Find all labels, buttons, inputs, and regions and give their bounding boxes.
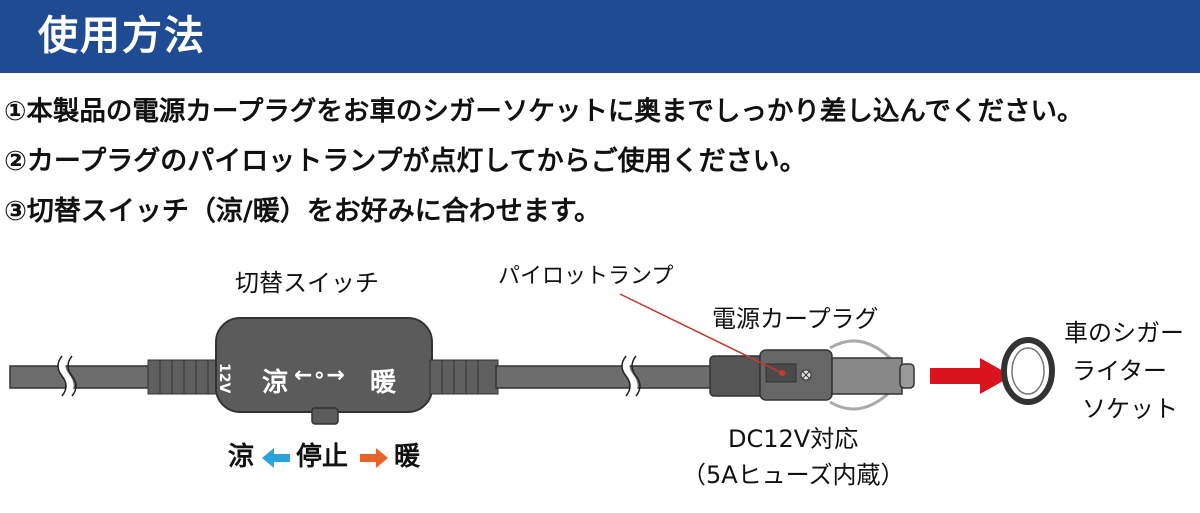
socket-label-line-3: ソケット <box>1082 395 1178 423</box>
legend-warm: 暖 <box>394 442 421 472</box>
instruction-step-3: ③切替スイッチ（涼/暖）をお好みに合わせます。 <box>4 196 602 227</box>
spec-line-2: （5Aヒューズ内蔵） <box>682 461 905 489</box>
cable-middle <box>495 365 719 389</box>
instruction-step-1: ①本製品の電源カープラグをお車のシガーソケットに奥までしっかり差し込んでください… <box>4 96 1084 127</box>
socket-label-line-2: ライター <box>1072 357 1168 385</box>
switch-label: 切替スイッチ <box>235 269 379 297</box>
cigarette-socket <box>1001 337 1055 405</box>
spec-line-1: DC12V対応 <box>728 425 859 453</box>
strain-relief-left <box>147 359 221 395</box>
warm-arrow-icon <box>360 448 388 468</box>
legend-cool: 涼 <box>228 442 255 472</box>
page-title: 使用方法 <box>38 13 206 59</box>
switch-arrow-text: ←∘→ <box>294 363 345 388</box>
instruction-step-2: ②カープラグのパイロットランプが点灯してからご使用ください。 <box>4 146 807 177</box>
switch-cool-text: 涼 <box>262 368 289 398</box>
cool-arrow-icon <box>262 448 290 468</box>
car-plug-label: 電源カープラグ <box>712 305 879 333</box>
insert-arrow <box>930 358 1012 394</box>
pilot-lamp-label: パイロットランプ <box>498 264 674 289</box>
legend-stop: 停止 <box>296 442 349 472</box>
switch-voltage-text: 12V <box>216 363 232 394</box>
cable-left <box>9 365 151 389</box>
socket-label-line-1: 車のシガー <box>1064 319 1184 347</box>
switch-warm-text: 暖 <box>370 368 397 398</box>
switch-slider <box>311 407 339 425</box>
header-bar: 使用方法 <box>0 0 1200 73</box>
strain-relief-right <box>429 359 499 395</box>
cable-break-left <box>58 353 74 399</box>
pilot-lamp-leader <box>619 293 783 374</box>
usage-diagram <box>9 293 1055 468</box>
cable-break-right <box>622 353 638 399</box>
car-plug <box>709 339 915 411</box>
